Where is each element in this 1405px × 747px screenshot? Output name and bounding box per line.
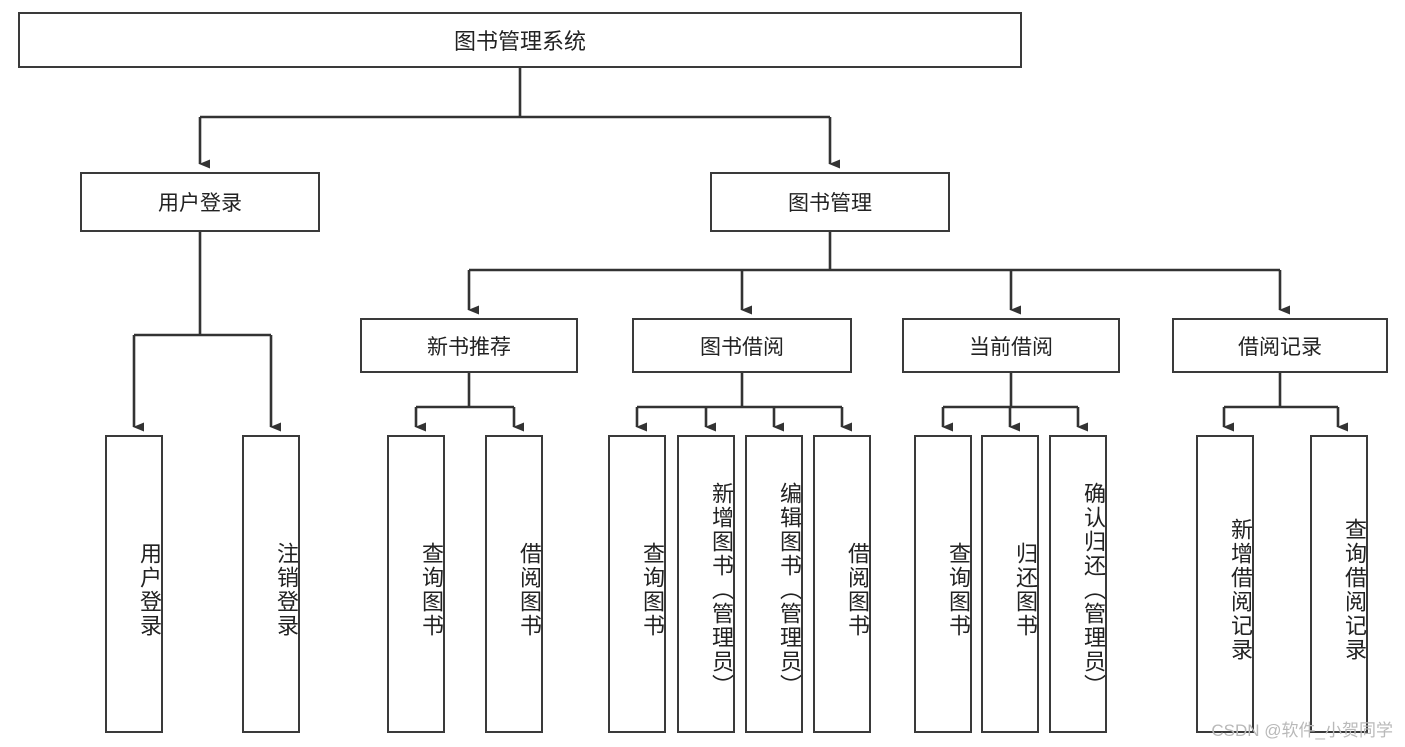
node-current-borrow[interactable]: 当前借阅 xyxy=(902,318,1120,373)
leaf-query-book-3[interactable]: 查询图书 xyxy=(914,435,972,733)
node-book-management-label: 图书管理 xyxy=(788,192,872,215)
leaf-add-book-admin-label: 新增图书（管理员） xyxy=(709,482,734,698)
node-book-borrow-label: 图书借阅 xyxy=(700,335,784,359)
leaf-query-book-2[interactable]: 查询图书 xyxy=(608,435,666,733)
leaf-logout-login-label: 注销登录 xyxy=(274,542,299,638)
leaf-query-book-3-label: 查询图书 xyxy=(946,542,971,638)
leaf-query-borrow-record-label: 查询借阅记录 xyxy=(1342,518,1367,662)
node-user-login-label: 用户登录 xyxy=(158,192,242,215)
node-root[interactable]: 图书管理系统 xyxy=(18,12,1022,68)
node-user-login[interactable]: 用户登录 xyxy=(80,172,320,232)
node-book-management[interactable]: 图书管理 xyxy=(710,172,950,232)
leaf-return-book[interactable]: 归还图书 xyxy=(981,435,1039,733)
leaf-edit-book-admin[interactable]: 编辑图书（管理员） xyxy=(745,435,803,733)
leaf-edit-book-admin-label: 编辑图书（管理员） xyxy=(777,482,802,698)
leaf-user-login[interactable]: 用户登录 xyxy=(105,435,163,733)
leaf-add-book-admin[interactable]: 新增图书（管理员） xyxy=(677,435,735,733)
leaf-add-borrow-record-label: 新增借阅记录 xyxy=(1228,518,1253,662)
leaf-borrow-book-1-label: 借阅图书 xyxy=(517,542,542,638)
node-root-label: 图书管理系统 xyxy=(453,29,586,54)
node-new-book-recommend-label: 新书推荐 xyxy=(427,335,511,359)
leaf-query-book-1[interactable]: 查询图书 xyxy=(387,435,445,733)
node-book-borrow[interactable]: 图书借阅 xyxy=(632,318,852,373)
leaf-confirm-return-admin-label: 确认归还（管理员） xyxy=(1081,482,1106,698)
leaf-query-borrow-record[interactable]: 查询借阅记录 xyxy=(1310,435,1368,733)
leaf-query-book-1-label: 查询图书 xyxy=(419,542,444,638)
leaf-borrow-book-1[interactable]: 借阅图书 xyxy=(485,435,543,733)
leaf-return-book-label: 归还图书 xyxy=(1013,542,1038,638)
leaf-borrow-book-2[interactable]: 借阅图书 xyxy=(813,435,871,733)
node-new-book-recommend[interactable]: 新书推荐 xyxy=(360,318,578,373)
node-borrow-record[interactable]: 借阅记录 xyxy=(1172,318,1388,373)
leaf-borrow-book-2-label: 借阅图书 xyxy=(845,542,870,638)
leaf-confirm-return-admin[interactable]: 确认归还（管理员） xyxy=(1049,435,1107,733)
leaf-query-book-2-label: 查询图书 xyxy=(640,542,665,638)
leaf-add-borrow-record[interactable]: 新增借阅记录 xyxy=(1196,435,1254,733)
leaf-user-login-label: 用户登录 xyxy=(137,542,162,638)
node-borrow-record-label: 借阅记录 xyxy=(1238,335,1322,359)
leaf-logout-login[interactable]: 注销登录 xyxy=(242,435,300,733)
node-current-borrow-label: 当前借阅 xyxy=(969,335,1053,359)
